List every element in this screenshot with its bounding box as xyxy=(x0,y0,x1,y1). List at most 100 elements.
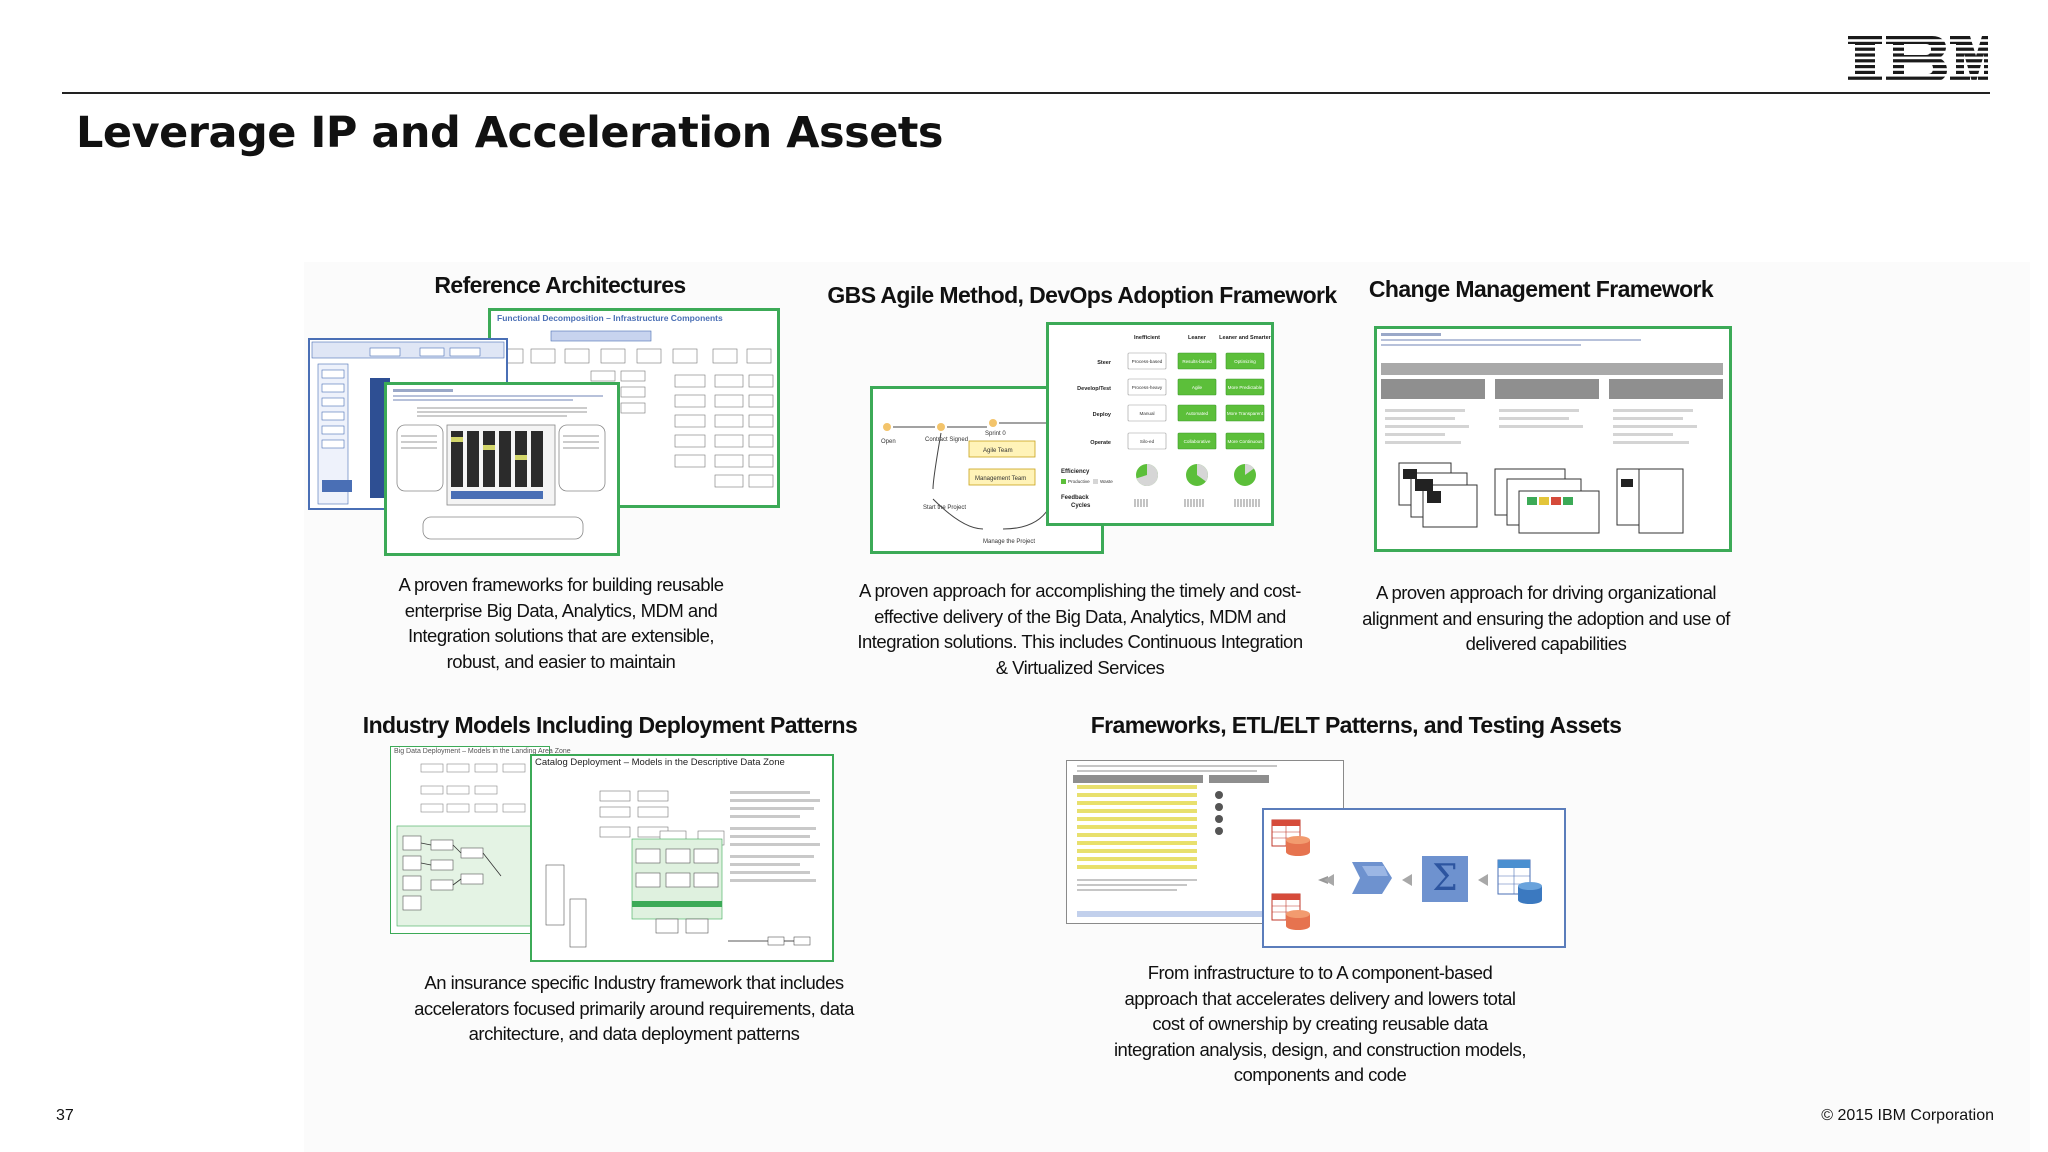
agile-devops-title: GBS Agile Method, DevOps Adoption Framew… xyxy=(827,282,1337,308)
matrix-row-label: Deploy xyxy=(1093,412,1112,418)
copyright: © 2015 IBM Corporation xyxy=(1821,1107,1994,1124)
descriptive-zone-art xyxy=(545,790,820,948)
desc-line: A proven approach for driving organizati… xyxy=(1375,582,1717,603)
etl-component-art: Σ xyxy=(1271,819,1542,930)
desc-line: robust, and easier to maintain xyxy=(446,650,676,672)
flow-label-sprint: Sprint 0 xyxy=(985,431,1006,437)
efficiency-pie-waste xyxy=(1245,464,1254,475)
page-title: Leverage IP and Acceleration Assets xyxy=(76,108,944,158)
matrix-cell xyxy=(1225,404,1265,422)
matrix-cell xyxy=(1177,352,1217,370)
matrix-cell-label: More Transparent xyxy=(1227,411,1264,416)
frameworks-etl-description: From infrastructure to to A component-ba… xyxy=(1100,960,1540,1088)
flow-label-open: Open xyxy=(881,439,896,445)
frameworks-etl-title: Frameworks, ETL/ELT Patterns, and Testin… xyxy=(1090,712,1622,738)
infrastructure-doc-heading: Functional Decomposition – Infrastructur… xyxy=(497,313,723,323)
matrix-cell xyxy=(1225,378,1265,396)
flow-label-start: Start the Project xyxy=(923,505,966,511)
productive-label: Productive xyxy=(1068,479,1090,484)
flow-label-manage: Manage the Project xyxy=(983,539,1035,545)
table-icon xyxy=(1271,893,1310,930)
matrix-cell xyxy=(1127,378,1167,396)
descriptive-zone-doc: Catalog Deployment – Models in the Descr… xyxy=(530,754,834,962)
productive-swatch xyxy=(1061,479,1066,484)
page-number: 37 xyxy=(56,1107,74,1124)
landing-zone-art xyxy=(396,763,544,927)
feedback-label: Cycles xyxy=(1071,503,1091,509)
matrix-cell-label: Optimizing xyxy=(1234,359,1256,364)
waste-swatch xyxy=(1093,479,1098,484)
matrix-cell-label: More Predictable xyxy=(1228,385,1263,390)
efficiency-pie-waste xyxy=(1197,464,1208,482)
etl-pattern-art xyxy=(1073,765,1333,917)
enterprise-architecture-boxes xyxy=(311,341,505,505)
matrix-cell-label: Silo-ed xyxy=(1140,439,1155,444)
matrix-row-label: Steer xyxy=(1097,360,1112,366)
matrix-cell-label: Process-based xyxy=(1132,359,1163,364)
desc-line: effective delivery of the Big Data, Anal… xyxy=(874,605,1286,627)
matrix-cell xyxy=(1127,432,1167,450)
industry-models-title: Industry Models Including Deployment Pat… xyxy=(362,712,858,738)
descriptive-zone-heading: Catalog Deployment – Models in the Descr… xyxy=(535,757,785,768)
matrix-col-header: Leaner xyxy=(1188,335,1207,341)
desc-line: accelerators focused primarily around re… xyxy=(414,997,854,1019)
flow-label-contract: Contract Signed xyxy=(925,437,968,443)
landing-zone-doc: Big Data Deployment – Models in the Land… xyxy=(390,746,571,934)
efficiency-pie-waste xyxy=(1136,464,1158,486)
matrix-cell-label: More Continuous xyxy=(1228,439,1264,444)
reference-architectures-thumbnail: Functional Decomposition – Infrastructur… xyxy=(308,308,782,558)
svg-text:Σ: Σ xyxy=(1432,858,1457,899)
desc-line: cost of ownership by creating reusable d… xyxy=(1152,1013,1488,1034)
matrix-row-label: Operate xyxy=(1090,440,1111,446)
architecture-overview-art xyxy=(393,389,606,540)
matrix-cell-label: Automated xyxy=(1186,411,1209,416)
matrix-cell-label: Collaborative xyxy=(1184,439,1211,444)
infrastructure-boxes xyxy=(498,330,774,488)
reference-architectures-description: A proven frameworks for building reusabl… xyxy=(336,572,786,674)
matrix-col-header: Leaner and Smarter xyxy=(1219,335,1271,341)
target-table-icon xyxy=(1497,859,1542,904)
matrix-cell xyxy=(1225,432,1265,450)
waste-label: Waste xyxy=(1100,479,1113,484)
matrix-cell xyxy=(1127,404,1167,422)
desc-line: delivered capabilities xyxy=(1465,633,1627,654)
desc-line: From infrastructure to to A component-ba… xyxy=(1147,962,1493,983)
desc-line: Integration solutions. This includes Con… xyxy=(857,631,1303,652)
agile-matrix-art: Inefficient Leaner Leaner and SmarterSteer… xyxy=(1061,335,1272,509)
matrix-col-header: Inefficient xyxy=(1134,335,1160,341)
sum-icon xyxy=(1422,856,1468,902)
desc-line: A proven frameworks for building reusabl… xyxy=(398,574,724,595)
efficiency-label: Efficiency xyxy=(1061,469,1090,475)
header-rule xyxy=(62,92,1990,94)
matrix-cell-label: Results-based xyxy=(1182,359,1212,364)
desc-line: alignment and ensuring the adoption and … xyxy=(1362,607,1730,629)
flow-label-management-team: Management Team xyxy=(975,476,1026,482)
desc-line: enterprise Big Data, Analytics, MDM and xyxy=(404,599,718,621)
feedback-label: Feedback xyxy=(1061,495,1089,501)
desc-line: approach that accelerates delivery and l… xyxy=(1124,987,1517,1009)
desc-line: & Virtualized Services xyxy=(995,656,1165,678)
matrix-cell xyxy=(1177,378,1217,396)
agile-devops-description: A proven approach for accomplishing the … xyxy=(840,578,1320,680)
matrix-cell xyxy=(1177,404,1217,422)
desc-line: components and code xyxy=(1233,1064,1407,1085)
change-management-description: A proven approach for driving organizati… xyxy=(1346,580,1746,657)
desc-line: Integration solutions that are extensibl… xyxy=(407,625,715,646)
etl-component-flow: Σ xyxy=(1262,808,1566,948)
matrix-row-label: Develop/Test xyxy=(1077,386,1111,392)
desc-line: architecture, and data deployment patter… xyxy=(468,1023,800,1044)
architecture-overview-doc xyxy=(384,382,620,556)
table-icon xyxy=(1271,819,1310,856)
matrix-cell xyxy=(1127,352,1167,370)
landing-zone-heading: Big Data Deployment – Models in the Land… xyxy=(394,748,571,755)
change-management-art xyxy=(1381,333,1723,534)
flow-label-agile-team: Agile Team xyxy=(983,448,1013,454)
desc-line: An insurance specific Industry framework… xyxy=(424,972,844,993)
industry-models-description: An insurance specific Industry framework… xyxy=(396,970,872,1047)
matrix-cell-label: Agile xyxy=(1192,385,1203,390)
change-management-title: Change Management Framework xyxy=(1368,276,1714,302)
agile-devops-thumbnail: Open Contract Signed Sprint 0 Agile Team… xyxy=(870,322,1274,554)
matrix-cell xyxy=(1225,352,1265,370)
agile-flow-art: Open Contract Signed Sprint 0 Agile Team… xyxy=(881,419,1054,545)
